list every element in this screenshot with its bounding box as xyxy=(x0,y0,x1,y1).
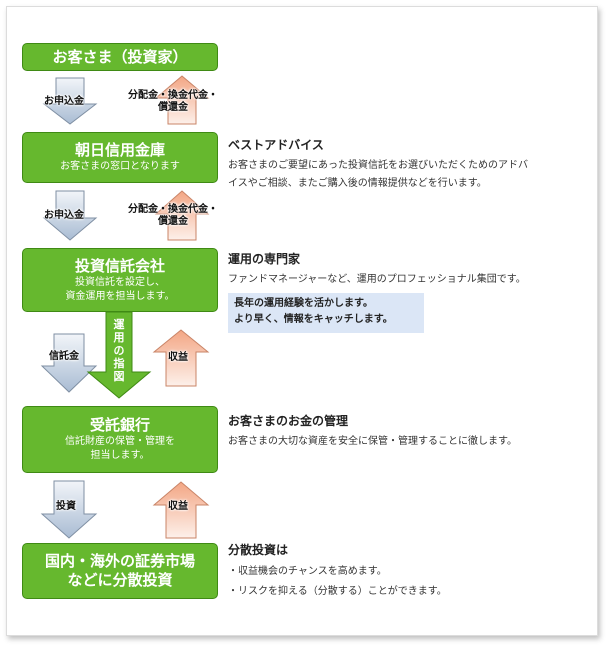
desc-trust-title: 運用の専門家 xyxy=(228,252,301,266)
up-arrow-4 xyxy=(152,481,210,539)
up-arrow-1 xyxy=(154,75,210,125)
investor-title: お客さま（投資家） xyxy=(52,47,188,66)
flow-label-up2-line1: 分配金・換金代金・ xyxy=(128,204,218,215)
desc-bank-line2: イスやご相談、またご購入後の情報提供などを行います。 xyxy=(228,178,487,189)
up-arrow-3 xyxy=(152,329,210,387)
node-trust-company: 投資信託会社 投資信託を設定し、 資金運用を担当します。 xyxy=(22,248,218,312)
instruction-arrow xyxy=(86,311,152,399)
market-title1: 国内・海外の証券市場 xyxy=(44,552,195,570)
desc-trustee-title: お客さまのお金の管理 xyxy=(228,414,349,428)
flow-label-down4: 投資 xyxy=(56,501,76,512)
trustee-title: 受託銀行 xyxy=(89,416,150,434)
flow-label-up4: 収益 xyxy=(168,501,188,512)
flow-label-down2: お申込金 xyxy=(44,210,84,221)
flow-label-up2-line2: 償還金 xyxy=(158,216,188,227)
flow-label-up2: 分配金・換金代金・ 償還金 xyxy=(118,204,228,228)
desc-bank-title: ベストアドバイス xyxy=(228,138,324,152)
flow-label-instruction: 運用の指図 xyxy=(113,318,125,383)
trustee-sub1: 信託財産の保管・管理を xyxy=(65,436,175,447)
node-investor: お客さま（投資家） xyxy=(22,43,218,71)
desc-market-line2: ・リスクを抑える（分散する）ことができます。 xyxy=(228,586,447,597)
market-title2: などに分散投資 xyxy=(67,571,173,589)
desc-market-line1: ・収益機会のチャンスを高めます。 xyxy=(228,566,387,577)
desc-trust-hl2: より早く、情報をキャッチします。 xyxy=(234,314,393,325)
trust-company-sub2: 資金運用を担当します。 xyxy=(65,290,175,302)
down-arrow-1 xyxy=(42,77,98,125)
node-bank: 朝日信用金庫 お客さまの窓口となります xyxy=(22,132,218,183)
trustee-sub2: 担当します。 xyxy=(90,450,150,461)
bank-subtitle: お客さまの窓口となります xyxy=(60,161,180,172)
desc-trust-hl1: 長年の運用経験を活かします。 xyxy=(234,298,373,309)
desc-trust-highlight: 長年の運用経験を活かします。 より早く、情報をキャッチします。 xyxy=(228,293,424,333)
bank-title: 朝日信用金庫 xyxy=(74,141,165,159)
flow-label-up1: 分配金・換金代金・ 償還金 xyxy=(118,90,228,114)
desc-market-title: 分散投資は xyxy=(228,543,289,557)
flow-label-up1-line1: 分配金・換金代金・ xyxy=(128,90,218,101)
node-market: 国内・海外の証券市場 などに分散投資 xyxy=(22,543,218,599)
flow-label-up1-line2: 償還金 xyxy=(158,102,188,113)
desc-bank-line1: お客さまのご要望にあった投資信託をお選びいただくためのアドバ xyxy=(228,160,528,171)
flow-label-down1: お申込金 xyxy=(44,96,84,107)
desc-trustee-line1: お客さまの大切な資産を安全に保管・管理することに徹します。 xyxy=(228,436,517,447)
desc-trust-line1: ファンドマネージャーなど、運用のプロフェッショナル集団です。 xyxy=(228,274,526,285)
up-arrow-2 xyxy=(154,190,210,241)
down-arrow-4 xyxy=(40,480,98,539)
flow-label-down3: 信託金 xyxy=(49,351,79,362)
flow-label-up3: 収益 xyxy=(168,352,188,363)
down-arrow-3 xyxy=(40,333,98,393)
down-arrow-2 xyxy=(42,190,98,241)
trust-company-sub1: 投資信託を設定し、 xyxy=(75,276,165,288)
node-trustee: 受託銀行 信託財産の保管・管理を 担当します。 xyxy=(22,406,218,473)
trust-company-title: 投資信託会社 xyxy=(74,256,165,275)
